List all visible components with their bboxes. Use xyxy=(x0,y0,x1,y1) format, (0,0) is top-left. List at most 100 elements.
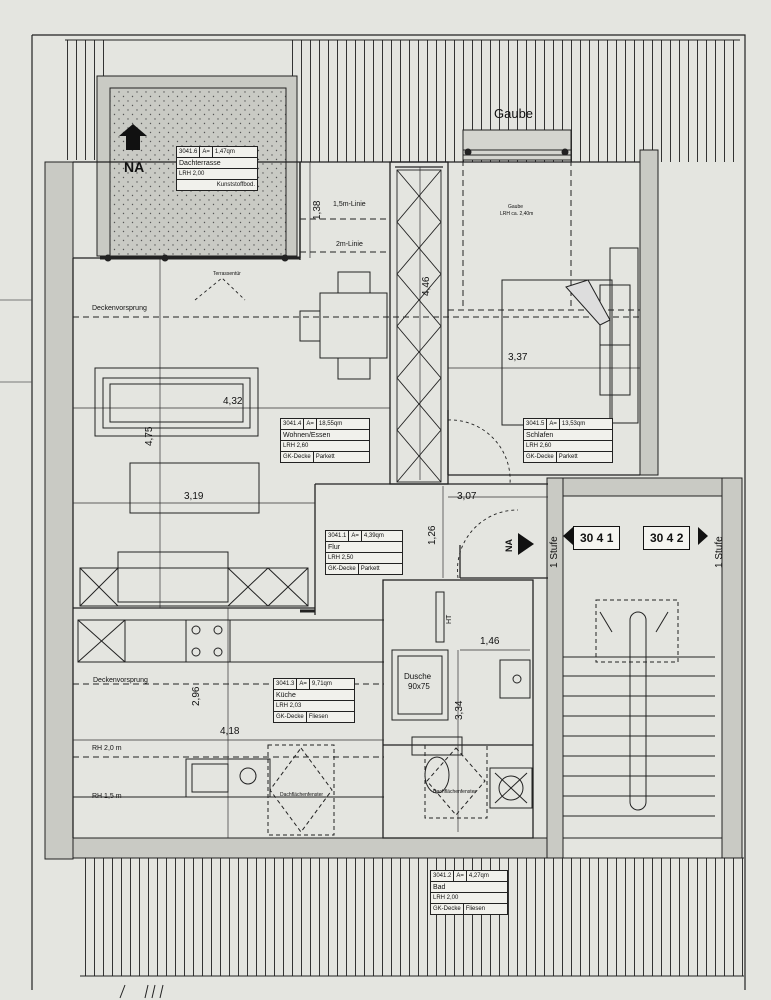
gaube-room-lrh: LRH ca. 2,40m xyxy=(500,211,534,217)
room-lrh: LRH 2,03 xyxy=(276,703,302,709)
gaube-label: Gaube xyxy=(494,106,534,121)
stair-unit-right: 30 4 2 xyxy=(643,526,691,550)
room-no: 3041.1 xyxy=(326,531,350,541)
roof-window-bath-label: Dachflächenfenster xyxy=(433,789,477,795)
gaube-window xyxy=(462,129,572,161)
room-lrh: LRH 2,50 xyxy=(328,555,354,561)
room-lrh: LRH 2,00 xyxy=(179,171,205,177)
room-no: 3041.5 xyxy=(524,419,548,429)
room-name: Bad xyxy=(433,883,446,891)
room-area: 18,55qm xyxy=(318,421,343,427)
room-name: Küche xyxy=(276,691,296,699)
room-area: 4,27qm xyxy=(468,873,489,879)
coffee-table xyxy=(129,462,260,514)
room-floor: Parkett xyxy=(315,454,335,460)
deckenvorsprung-label-bottom: Deckenvorsprung xyxy=(93,677,148,684)
dim-337: 3,37 xyxy=(508,352,528,363)
room-floor: Fliesen xyxy=(465,906,486,912)
exterior-walls xyxy=(44,149,743,860)
dim-307: 3,07 xyxy=(457,491,477,502)
area-prefix: A= xyxy=(349,531,362,541)
gaube-room-note: Gaube xyxy=(508,204,524,210)
dim-319: 3,19 xyxy=(184,491,204,502)
room-floor: Parkett xyxy=(360,566,380,572)
room-name: Schlafen xyxy=(526,431,554,439)
room-area: 4,39qm xyxy=(363,533,384,539)
flur-north-arrow xyxy=(518,533,534,555)
area-prefix: A= xyxy=(297,679,310,689)
roof-window-kitchen-label: Dachflächenfenster xyxy=(280,792,324,798)
dim-418: 4,18 xyxy=(220,726,240,737)
bed xyxy=(501,247,639,426)
dim-475: 4,75 xyxy=(144,426,155,446)
dim-146: 1,46 xyxy=(480,636,500,647)
doors xyxy=(194,277,519,579)
roof-hatch-bottom xyxy=(80,857,744,977)
room-ceiling: GK-Decke xyxy=(274,712,307,722)
room-ceiling: GK-Decke xyxy=(281,452,314,462)
area-prefix: A= xyxy=(547,419,560,429)
area-prefix: A= xyxy=(454,871,467,881)
column-bracing xyxy=(396,169,442,483)
room-floor: Fliesen xyxy=(308,714,329,720)
dimension-lines xyxy=(73,162,640,838)
kitchen-counter xyxy=(77,619,384,798)
room-area: 1,47qm xyxy=(214,149,235,155)
dim-334: 3,34 xyxy=(454,700,465,720)
stair-right-arrow-icon xyxy=(698,527,708,545)
room-no: 3041.6 xyxy=(177,147,201,157)
linie-15-label: 1,5m-Linie xyxy=(333,201,366,208)
room-no: 3041.4 xyxy=(281,419,305,429)
area-prefix: A= xyxy=(200,147,213,157)
room-ceiling: GK-Decke xyxy=(431,904,464,914)
dim-446: 4,46 xyxy=(421,276,432,296)
staircase xyxy=(562,495,723,839)
terrace-door-label: Terrassentür xyxy=(213,271,241,277)
area-prefix: A= xyxy=(304,419,317,429)
stair-unit-left: 30 4 1 xyxy=(573,526,621,550)
north-arrow-label: NA xyxy=(124,159,145,175)
room-lrh: LRH 2,60 xyxy=(526,443,552,449)
deckenvorsprung-label-top: Deckenvorsprung xyxy=(92,305,147,312)
flur-north-label: NA xyxy=(504,539,514,552)
room-no: 3041.3 xyxy=(274,679,298,689)
terrace-window xyxy=(100,148,569,262)
rh-15-label: RH 1,5 m xyxy=(92,793,122,800)
room-area: 9,71qm xyxy=(311,681,332,687)
room-ceiling: GK-Decke xyxy=(326,564,359,574)
dim-296: 2,96 xyxy=(191,686,202,706)
roof-window-bath xyxy=(424,744,488,819)
dusche-size-label: 90x75 xyxy=(408,682,430,691)
bottom-marks xyxy=(119,984,164,999)
dining-table xyxy=(299,271,388,380)
tv-board xyxy=(79,551,309,607)
room-no: 3041.2 xyxy=(431,871,455,881)
dusche-label: Dusche xyxy=(404,672,432,681)
room-floor: Kunststoffbod. xyxy=(216,182,255,188)
room-floor: Parkett xyxy=(558,454,578,460)
room-name: Dachterrasse xyxy=(179,159,221,167)
stair-left-arrow-icon xyxy=(563,527,573,545)
dim-432: 4,32 xyxy=(223,396,243,407)
dim-126: 1,26 xyxy=(427,525,438,545)
rh-20-label: RH 2,0 m xyxy=(92,745,122,752)
sofa xyxy=(94,367,259,437)
room-name: Flur xyxy=(328,543,341,551)
room-name: Wohnen/Essen xyxy=(283,431,331,439)
stufe-right-label: 1 Stufe xyxy=(714,536,725,568)
room-ceiling: GK-Decke xyxy=(524,452,557,462)
room-lrh: LRH 2,00 xyxy=(433,895,459,901)
stufe-left-label: 1 Stufe xyxy=(549,536,560,568)
room-lrh: LRH 2,60 xyxy=(283,443,309,449)
linie-2-label: 2m-Linie xyxy=(336,241,363,248)
room-area: 13,53qm xyxy=(561,421,586,427)
outer-boundary-line xyxy=(32,34,746,990)
roof-window-kitchen xyxy=(267,744,335,836)
